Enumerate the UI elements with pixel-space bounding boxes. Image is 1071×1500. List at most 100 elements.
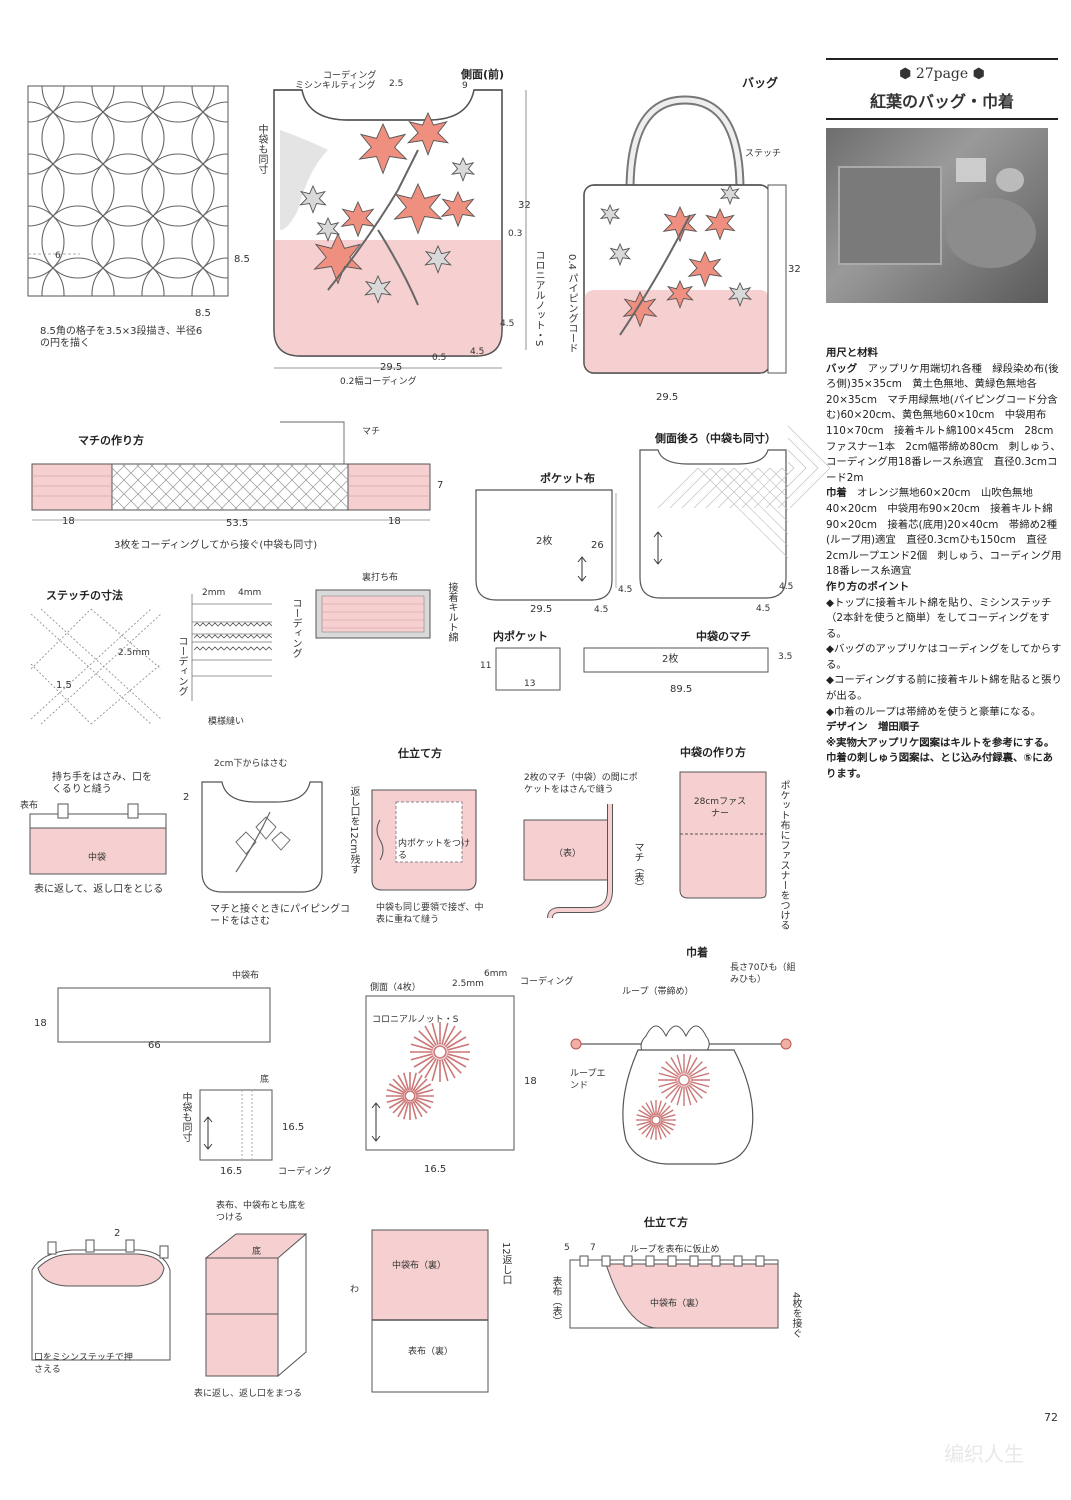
b2-note: 表布、中袋布とも底をつける [216,1201,307,1223]
step2-num: 2 [183,792,190,803]
front-dim-32: 32 [518,200,531,211]
front-coding-02: 0.2幅コーディング [340,377,417,387]
step1-note: 持ち手をはさみ、口をくるりと縫う [52,772,152,795]
pocket-dim-295: 29.5 [530,604,553,615]
bag-materials: バッグ アップリケ用端切れ各種 緑段染め布(後ろ側)35×35cm 黄土色無地、… [826,362,1062,487]
gusset-dim-535: 53.5 [226,518,249,529]
step4-drawing [523,804,613,919]
b4-dim-5: 5 [564,1243,570,1253]
b3-opening: 12返し口 [500,1242,511,1285]
batting-label: 接着キルト綿 [446,582,457,642]
b3-wa: わ [350,1285,360,1295]
step1-omote: 表布 [20,801,39,811]
inner-gusset-dim-35: 3.5 [778,652,793,662]
b4-dim-7: 7 [590,1243,596,1253]
stitch-dim-2mm: 2mm [202,588,226,598]
backing-label: 裏打ち布 [362,573,399,583]
bag-materials-text: アップリケ用端切れ各種 緑段染め布(後ろ側)35×35cm 黄土色無地、黄緑色無… [826,362,1061,484]
b4-heading: 仕立て方 [644,1216,688,1229]
b2-caption: 表に返し、返し口をまつる [194,1389,303,1399]
finish-heading: 仕立て方 [398,747,442,760]
front-dim-9: 9 [462,81,468,91]
pocket-dim-26: 26 [591,540,604,551]
b1-drawing [31,1239,171,1361]
kinchaku-materials-text: オレンジ無地60×20cm 山吹色無地40×20cm 中袋用布90×20cm 接… [826,487,1062,578]
step1-drawing [29,803,167,875]
kinchaku-heading: 巾着 [686,946,708,959]
coding-detail-diagram [191,594,273,701]
points-heading: 作り方のポイント [826,580,910,593]
kinchaku-materials-label: 巾着 [826,487,847,500]
gusset-machi-label: マチ [362,427,381,437]
inner-pocket-dim-13: 13 [524,679,536,689]
back-dim-45b: 4.5 [756,604,771,614]
front-dim-lines [274,90,527,369]
circle-grid-diagram [27,85,229,297]
page-ref: ⬢ 27page ⬢ [826,58,1058,82]
kinchaku-lining-strip [57,987,271,1043]
pocket-count: 2枚 [536,536,553,547]
step3-caption: 中袋も同じ要領で接ぎ、中表に重ねて縫う [376,903,484,925]
stitch-heading: ステッチの寸法 [46,589,123,602]
stitch-diagram [30,608,162,725]
gusset-dim-7: 7 [437,480,444,491]
step3-opening: 返し口を12cm残す [348,786,359,874]
front-coding-label: コーディング [323,71,377,81]
step2-caption: マチと接ぐときにパイピングコードをはさむ [210,904,350,927]
inner-gusset-dim-895: 89.5 [670,684,693,695]
step4-machi: マチ（表） [632,842,643,892]
hex-icon: ⬢ [899,66,912,82]
step1-caption: 表に返して、返し口をとじる [34,884,164,895]
b2-bottom: 底 [252,1247,262,1257]
kinchaku-materials: 巾着 オレンジ無地60×20cm 山吹色無地40×20cm 中袋用布90×20c… [826,486,1062,580]
b3-inner: 中袋布（裏） [392,1261,447,1271]
b4-loop-note: ループを表布に仮止め [630,1245,720,1255]
b1-caption: 口をミシンステッチで押さえる [34,1353,133,1375]
front-dim-03: 0.3 [508,229,523,239]
pocket-drawing [475,489,617,601]
bag-drawing [583,95,787,374]
gusset-heading: マチの作り方 [78,434,144,447]
back-dim-45a: 4.5 [779,582,794,592]
front-dim-05: 0.5 [432,353,447,363]
kinchaku-bottom-label: 底 [260,1075,270,1085]
stitch-dim-15: 1.5 [56,680,72,691]
backing-diagram [315,589,431,639]
grid-dim-right: 8.5 [234,254,250,265]
materials-block: 用尺と材料 バッグ アップリケ用端切れ各種 緑段染め布(後ろ側)35×35cm … [826,346,1062,783]
product-photo [826,128,1048,303]
grid-dim-6: 6 [55,251,61,261]
front-machine-quilt-label: ミシンキルティング [295,81,376,91]
b1-num: 2 [114,1228,121,1239]
front-colonial-label: コロニアルノット・S [533,250,544,347]
point-4: ◆巾着のループは帯締めを使うと豪華になる。 [826,705,1042,718]
front-dim-45b: 4.5 [470,347,485,357]
bag-dim-295: 29.5 [656,392,679,403]
b3-drawing [371,1229,489,1393]
kinchaku-dim-18: 18 [34,1018,47,1029]
kinchaku-dim-66: 66 [148,1040,161,1051]
side-panel: ⬢ 27page ⬢ 紅葉のバッグ・巾着 [826,58,1058,303]
kinchaku-bottom-drawing [199,1089,273,1161]
grid-caption: 8.5角の格子を3.5×3段描き、半径6の円を描く [40,326,203,349]
bag-materials-label: バッグ [826,362,858,375]
pocket-heading: ポケット布 [540,472,595,485]
zipper-note: ポケット布にファスナーをつける [778,780,789,930]
bag-stitch-label: ステッチ [745,149,782,159]
gusset-drawing [31,421,431,521]
zipper-label: 28cmファスナー [693,797,747,819]
front-dim-25: 2.5 [389,79,404,89]
step5-drawing [679,771,767,899]
stitch-coding-a: コーディング [290,598,301,658]
bag-piping-label: 0.4 パイピングコード [566,254,577,354]
watermark: 编织人生 [944,1442,1024,1466]
back-heading: 側面後ろ（中袋も同寸） [655,432,776,445]
b4-inner: 中袋布（裏） [650,1299,705,1309]
step3-drawing [371,789,477,891]
kinchaku-side-drawing [365,995,515,1151]
front-dim-295: 29.5 [380,362,403,373]
stitch-dim-25mm: 2.5mm [118,648,150,658]
design-label: デザイン [826,721,868,734]
front-inner-same: 中袋も同寸 [256,124,267,174]
gusset-dim-18b: 18 [388,516,401,527]
